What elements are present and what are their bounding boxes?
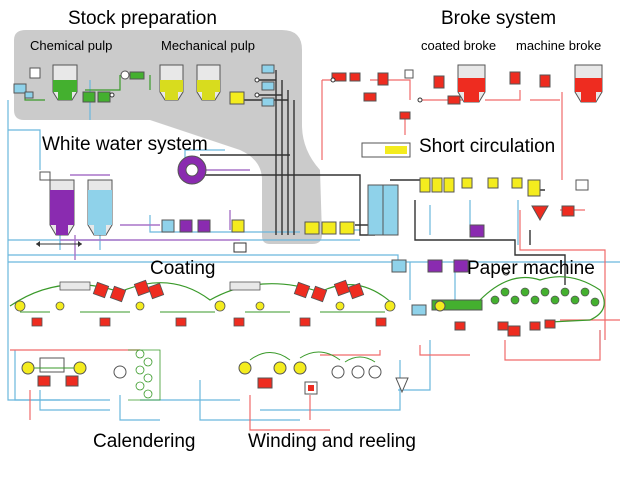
section-label-stock-preparation: Stock preparation [68,8,217,29]
stock-preparation-region [14,30,322,244]
calendering-equipment [21,349,161,401]
white-water-equipment [36,155,247,253]
chemical-pulp-equipment [13,64,145,103]
section-label-short-circulation: Short circulation [419,136,556,157]
paper-machine-equipment [411,268,605,337]
coating-line [9,279,396,327]
section-label-calendering: Calendering [93,431,196,452]
broke-equipment [330,64,603,120]
section-label-paper-machine: Paper machine [467,258,595,279]
mechanical-pulp-equipment [159,64,275,107]
white-water-pipes [60,169,250,260]
section-label-coating: Coating [150,258,216,279]
section-label-white-water-system: White water system [42,134,208,155]
section-label-winding-and-reeling: Winding and reeling [248,431,416,452]
sublabel-coated-broke: coated broke [421,38,497,53]
sublabel-machine-broke: machine broke [516,38,602,53]
sublabel-mechanical-pulp: Mechanical pulp [161,38,255,53]
sublabel-chemical-pulp: Chemical pulp [30,38,113,53]
section-label-broke-system: Broke system [441,8,557,29]
broke-pipes [10,79,620,431]
short-circulation-equipment [304,142,589,273]
winding-equipment [238,351,409,395]
